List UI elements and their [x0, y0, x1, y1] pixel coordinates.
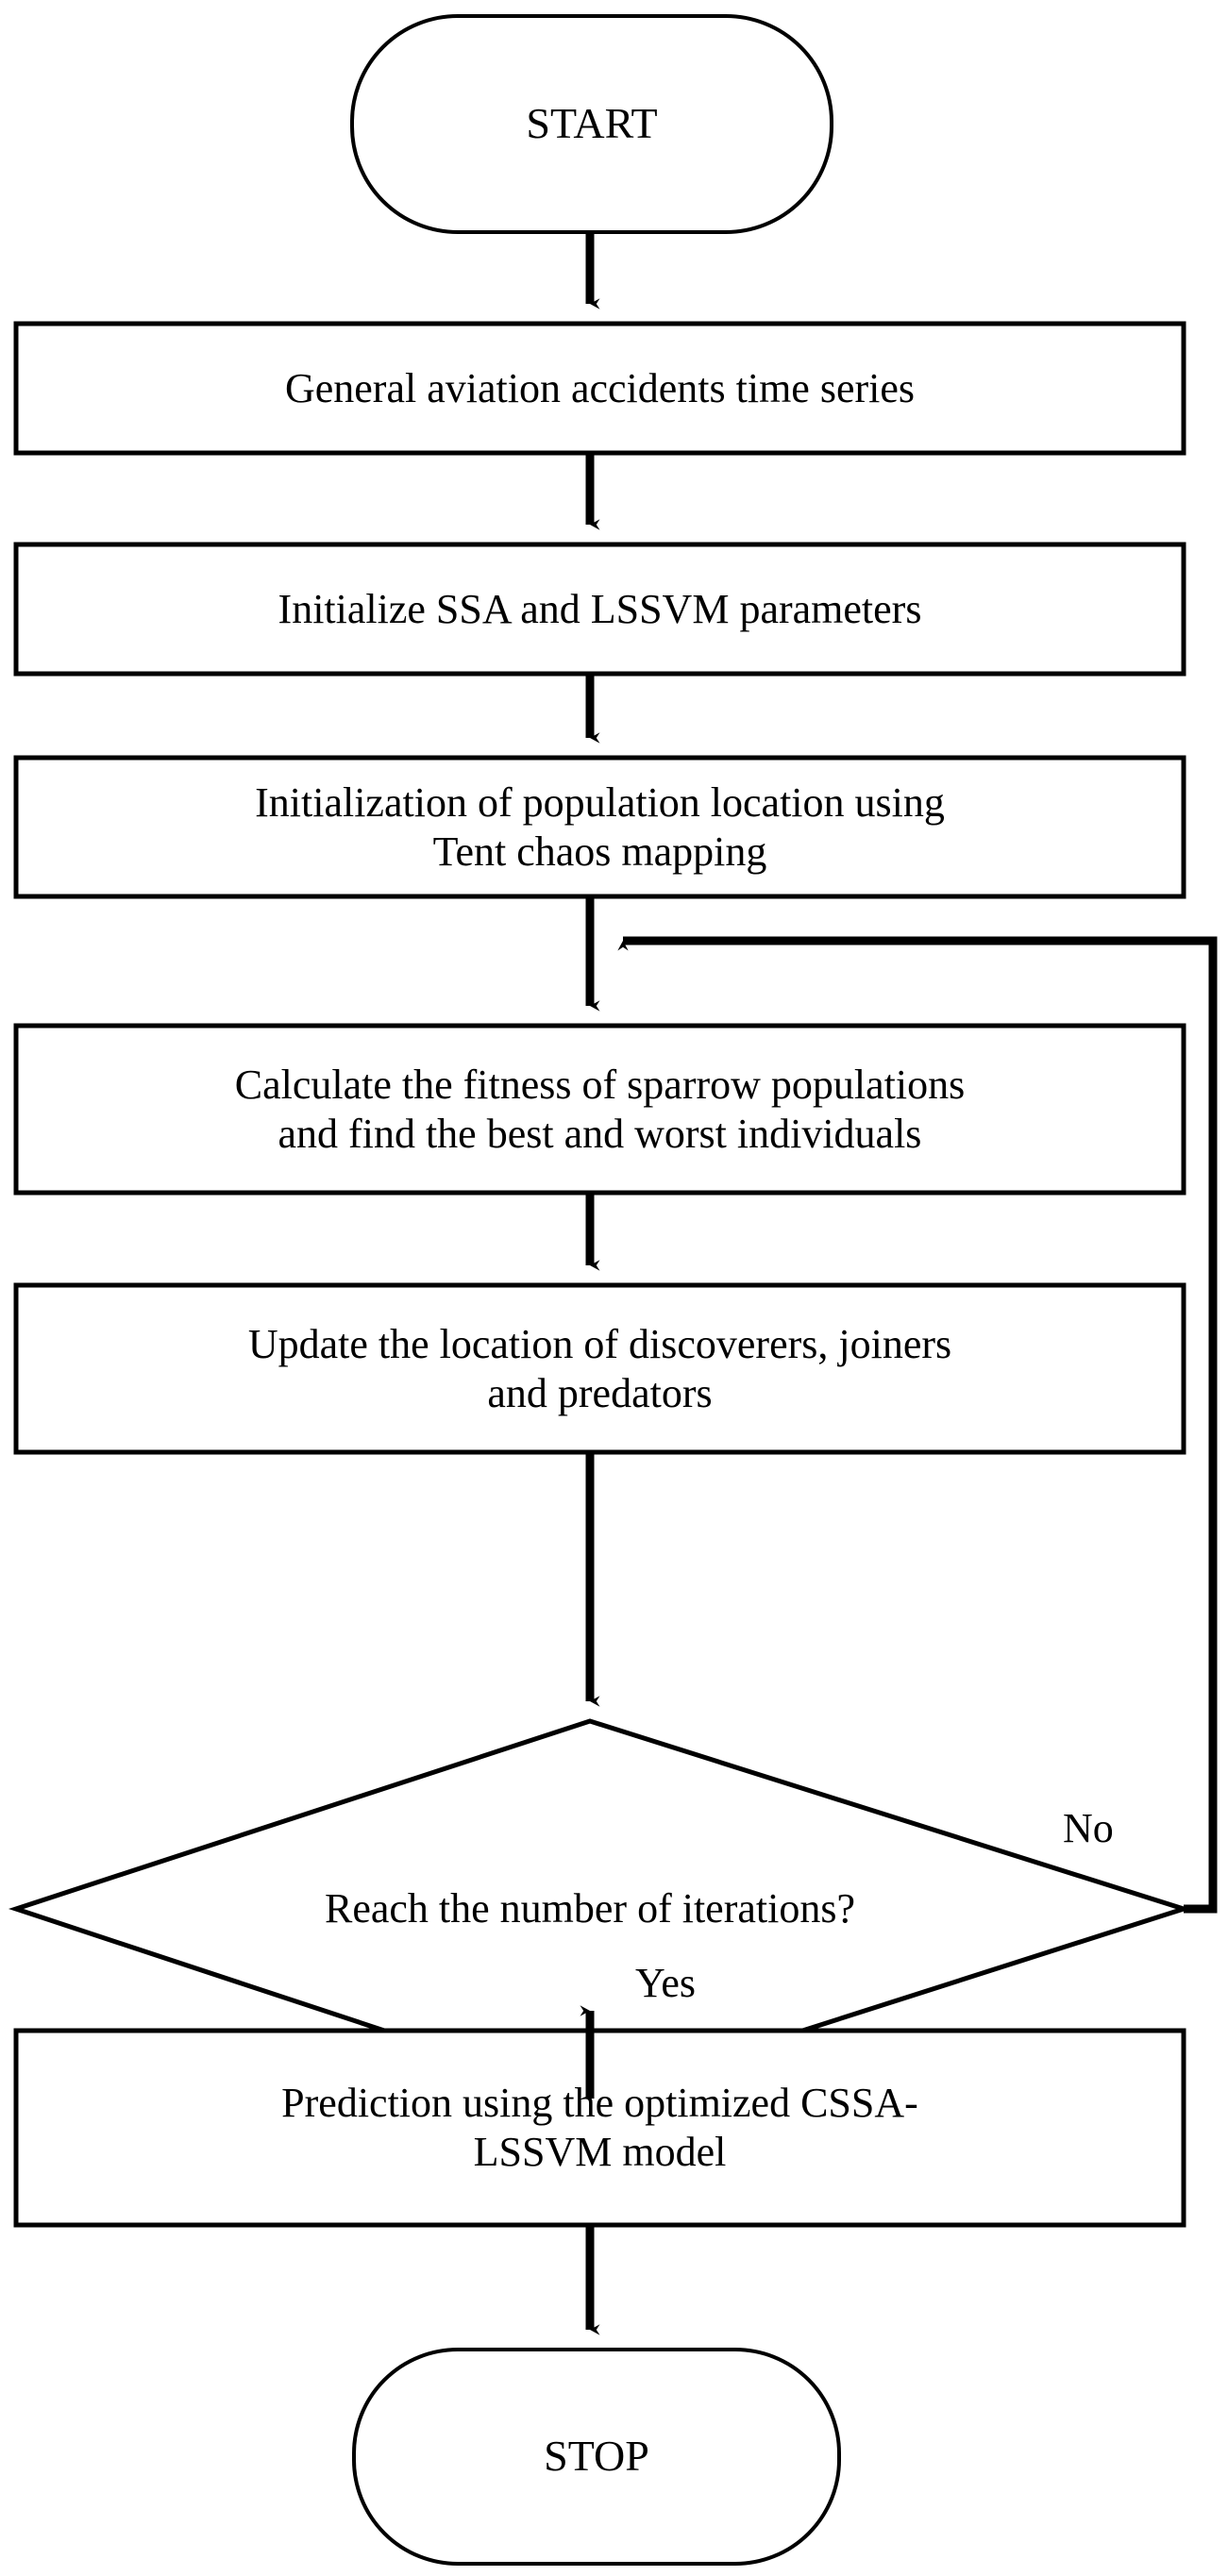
shape-data — [13, 321, 1186, 456]
shape-init-pop — [13, 755, 1186, 899]
edge-label-yes: Yes — [635, 1960, 697, 2006]
shape-start — [350, 14, 833, 234]
shape-update — [13, 1282, 1186, 1455]
edge-label-no: No — [1063, 1805, 1114, 1851]
shape-init-param — [13, 542, 1186, 677]
edge-decision-loopback-no — [617, 936, 1218, 1914]
shape-fitness — [13, 1023, 1186, 1196]
shape-stop — [352, 2348, 841, 2566]
shape-predict — [13, 2028, 1186, 2228]
